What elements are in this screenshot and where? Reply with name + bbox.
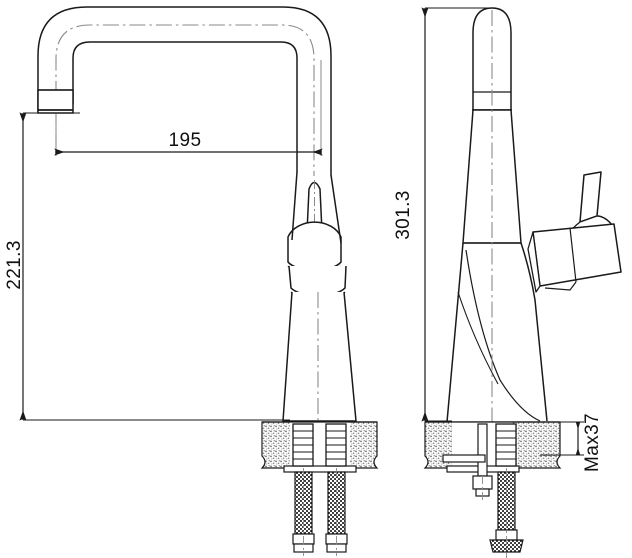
hose-nut-left: [292, 423, 314, 467]
dim-label-max37: Max37: [582, 413, 603, 472]
hose-nut-side: [495, 423, 517, 467]
body-upper-left-flank: [291, 171, 298, 241]
countertop-section-side: [423, 421, 562, 473]
dimension-221-3: 221.3: [4, 112, 290, 421]
spout-outlet: [37, 89, 74, 114]
dim-label-195: 195: [169, 130, 202, 151]
dimension-301-3: 301.3: [393, 7, 495, 422]
dimension-195: 195: [54, 60, 323, 156]
spout-centerline: [55, 24, 315, 176]
cylindrical-valve-cartridge: [287, 221, 347, 301]
braided-supply-hose-side: [489, 471, 524, 553]
mounting-stud: [442, 423, 493, 503]
dimension-max37: Max37: [540, 413, 603, 472]
countertop-section-front: [260, 421, 379, 473]
tapered-body-column: [282, 291, 357, 422]
body-upper-right-flank: [330, 174, 342, 244]
front-view: [37, 6, 379, 556]
spout-inner-contour: [72, 41, 298, 173]
side-body-seam-2: [457, 291, 499, 385]
hose-nut-right: [325, 423, 347, 467]
side-body-lower: [446, 242, 548, 423]
spout-outer-contour: [37, 6, 332, 176]
dim-label-221-3: 221.3: [4, 240, 25, 290]
side-body-seam: [465, 249, 541, 422]
side-view: [423, 7, 622, 558]
dim-label-301-3: 301.3: [393, 190, 414, 240]
side-lever-handle: [527, 171, 622, 293]
